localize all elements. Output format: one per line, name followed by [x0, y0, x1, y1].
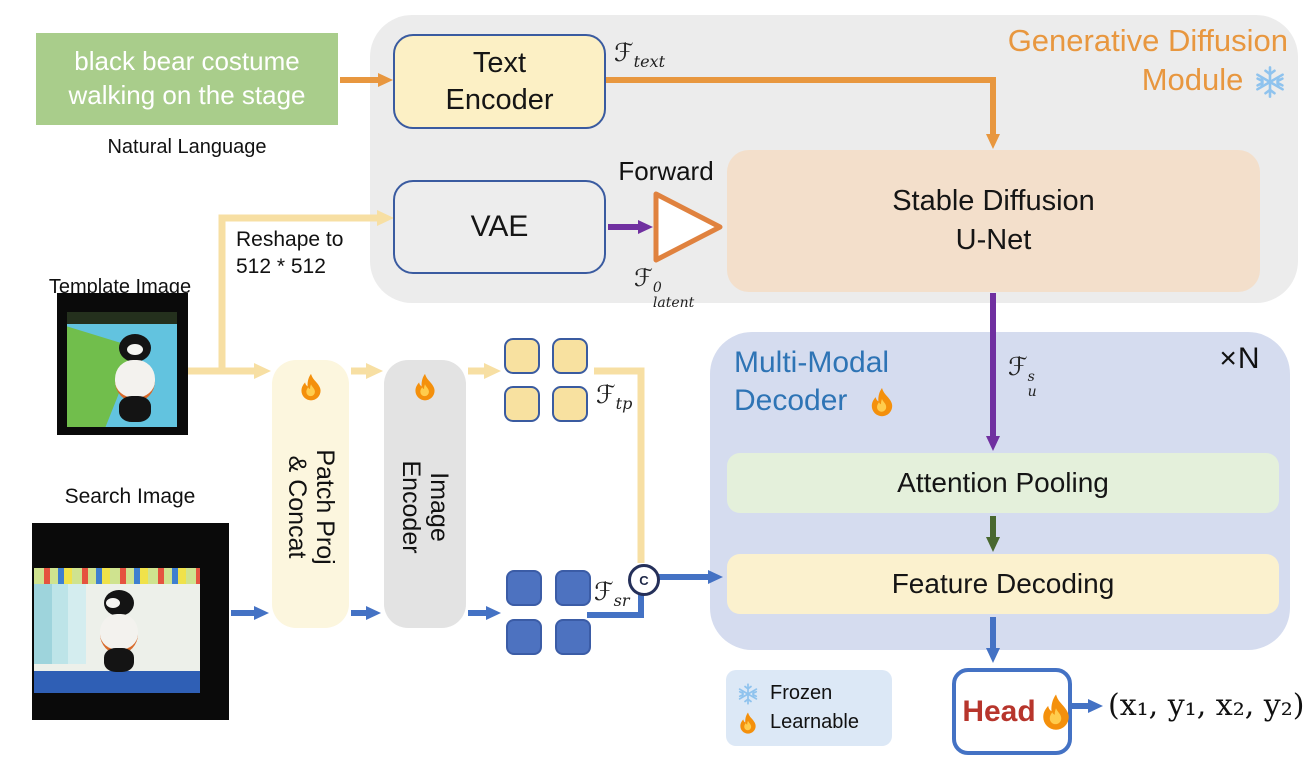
f-tp-base: ℱ: [596, 380, 616, 409]
image-encoder-label-1: Image: [425, 472, 453, 543]
head-label: Head: [962, 694, 1036, 728]
image-encoder-label-2: Encoder: [397, 460, 425, 554]
flame-icon: [1036, 692, 1076, 732]
gdm-title-line1: Generative Diffusion: [1007, 23, 1288, 58]
template-mascot: [109, 334, 161, 424]
search-floor: [34, 671, 200, 693]
legend-frozen-row: Frozen: [736, 682, 882, 706]
legend-learnable-row: Learnable: [736, 711, 882, 735]
attention-pooling-box: Attention Pooling: [727, 453, 1279, 513]
f-text-sub: text: [633, 52, 666, 71]
search-token: [555, 619, 591, 655]
patch-label-1: Patch Proj: [310, 449, 339, 566]
flame-icon: [866, 386, 898, 418]
template-image-caption: Template Image: [48, 276, 192, 298]
patch-proj-concat-box: Patch Proj & Concat: [272, 360, 349, 628]
f-sr-label: ℱsr: [594, 577, 630, 610]
text-encoder-label-2: Encoder: [445, 83, 554, 116]
template-image: [57, 293, 188, 435]
patch-proj-concat-label: Patch Proj & Concat: [283, 450, 339, 565]
f-text-label: ℱtext: [614, 38, 665, 71]
template-photo: [67, 312, 177, 427]
reshape-line1: Reshape to: [236, 228, 344, 251]
patch-label-2: & Concat: [282, 455, 311, 559]
reshape-note: Reshape to 512 * 512: [236, 226, 343, 281]
vae-box: VAE: [393, 180, 606, 274]
stable-diffusion-unet-box: Stable Diffusion U-Net: [727, 150, 1260, 292]
template-token: [504, 338, 540, 374]
mm-decoder-title: Multi-Modal Decoder: [734, 344, 1034, 419]
text-encoder-box: Text Encoder: [393, 34, 606, 129]
reshape-line2: 512 * 512: [236, 255, 326, 279]
feature-decoding-label: Feature Decoding: [891, 568, 1115, 599]
forward-label: Forward: [618, 156, 714, 186]
concat-letter: C: [639, 572, 649, 588]
f-latent-sup: 0: [652, 280, 662, 296]
unet-label-1: Stable Diffusion: [892, 184, 1095, 217]
natural-language-caption: Natural Language: [107, 136, 267, 158]
flame-icon: [296, 372, 326, 402]
f-tp-label: ℱtp: [596, 380, 632, 413]
mm-title-line1: Multi-Modal: [734, 346, 890, 379]
f-latent-sub: latent: [652, 294, 695, 311]
image-encoder-label: Image Encoder: [397, 461, 453, 554]
text-encoder-label-1: Text: [472, 47, 527, 80]
repeat-n-label: ×N: [1219, 342, 1261, 375]
snowflake-icon: [736, 682, 760, 706]
f-text-base: ℱ: [614, 38, 634, 67]
f-sr-sub: sr: [613, 591, 630, 610]
legend: Frozen Learnable: [726, 670, 892, 746]
output-coordinates: (x₁, y₁, x₂, y₂): [1108, 688, 1305, 723]
flame-icon: [736, 711, 760, 735]
legend-learnable-label: Learnable: [770, 711, 859, 733]
search-mascot: [96, 590, 144, 674]
unet-label-2: U-Net: [955, 224, 1032, 256]
head-box: Head: [952, 668, 1072, 755]
gdm-title-line2: Module: [1141, 61, 1244, 97]
search-wall-panels: [34, 584, 86, 664]
search-image-caption: Search Image: [64, 485, 196, 508]
f-u-base: ℱ: [1008, 352, 1028, 381]
gdm-title: Generative Diffusion Module: [850, 22, 1288, 100]
attention-pooling-label: Attention Pooling: [897, 467, 1109, 498]
search-photo: [34, 568, 200, 693]
search-token: [555, 570, 591, 606]
f-u-sup: s: [1027, 369, 1035, 385]
vae-label: VAE: [470, 210, 529, 243]
template-token: [552, 386, 588, 422]
template-token: [552, 338, 588, 374]
template-token: [504, 386, 540, 422]
flame-icon: [410, 372, 440, 402]
f-tp-sub: tp: [615, 394, 633, 413]
search-token: [506, 619, 542, 655]
search-token: [506, 570, 542, 606]
search-banner: [34, 568, 200, 584]
search-image: [32, 523, 229, 720]
nl-text: black bear costume walking on the stage: [68, 46, 306, 110]
f-u-sub: u: [1027, 383, 1037, 400]
feature-decoding-box: Feature Decoding: [727, 554, 1279, 614]
mm-title-line2: Decoder: [734, 383, 848, 417]
snowflake-icon: [1252, 64, 1288, 100]
f-sr-base: ℱ: [594, 577, 614, 606]
image-encoder-box: Image Encoder: [384, 360, 466, 628]
concat-icon: C: [628, 564, 660, 596]
natural-language-box: black bear costume walking on the stage: [36, 33, 338, 125]
legend-frozen-label: Frozen: [770, 682, 833, 704]
template-trees: [67, 312, 177, 324]
f-latent-base: ℱ: [634, 264, 653, 292]
